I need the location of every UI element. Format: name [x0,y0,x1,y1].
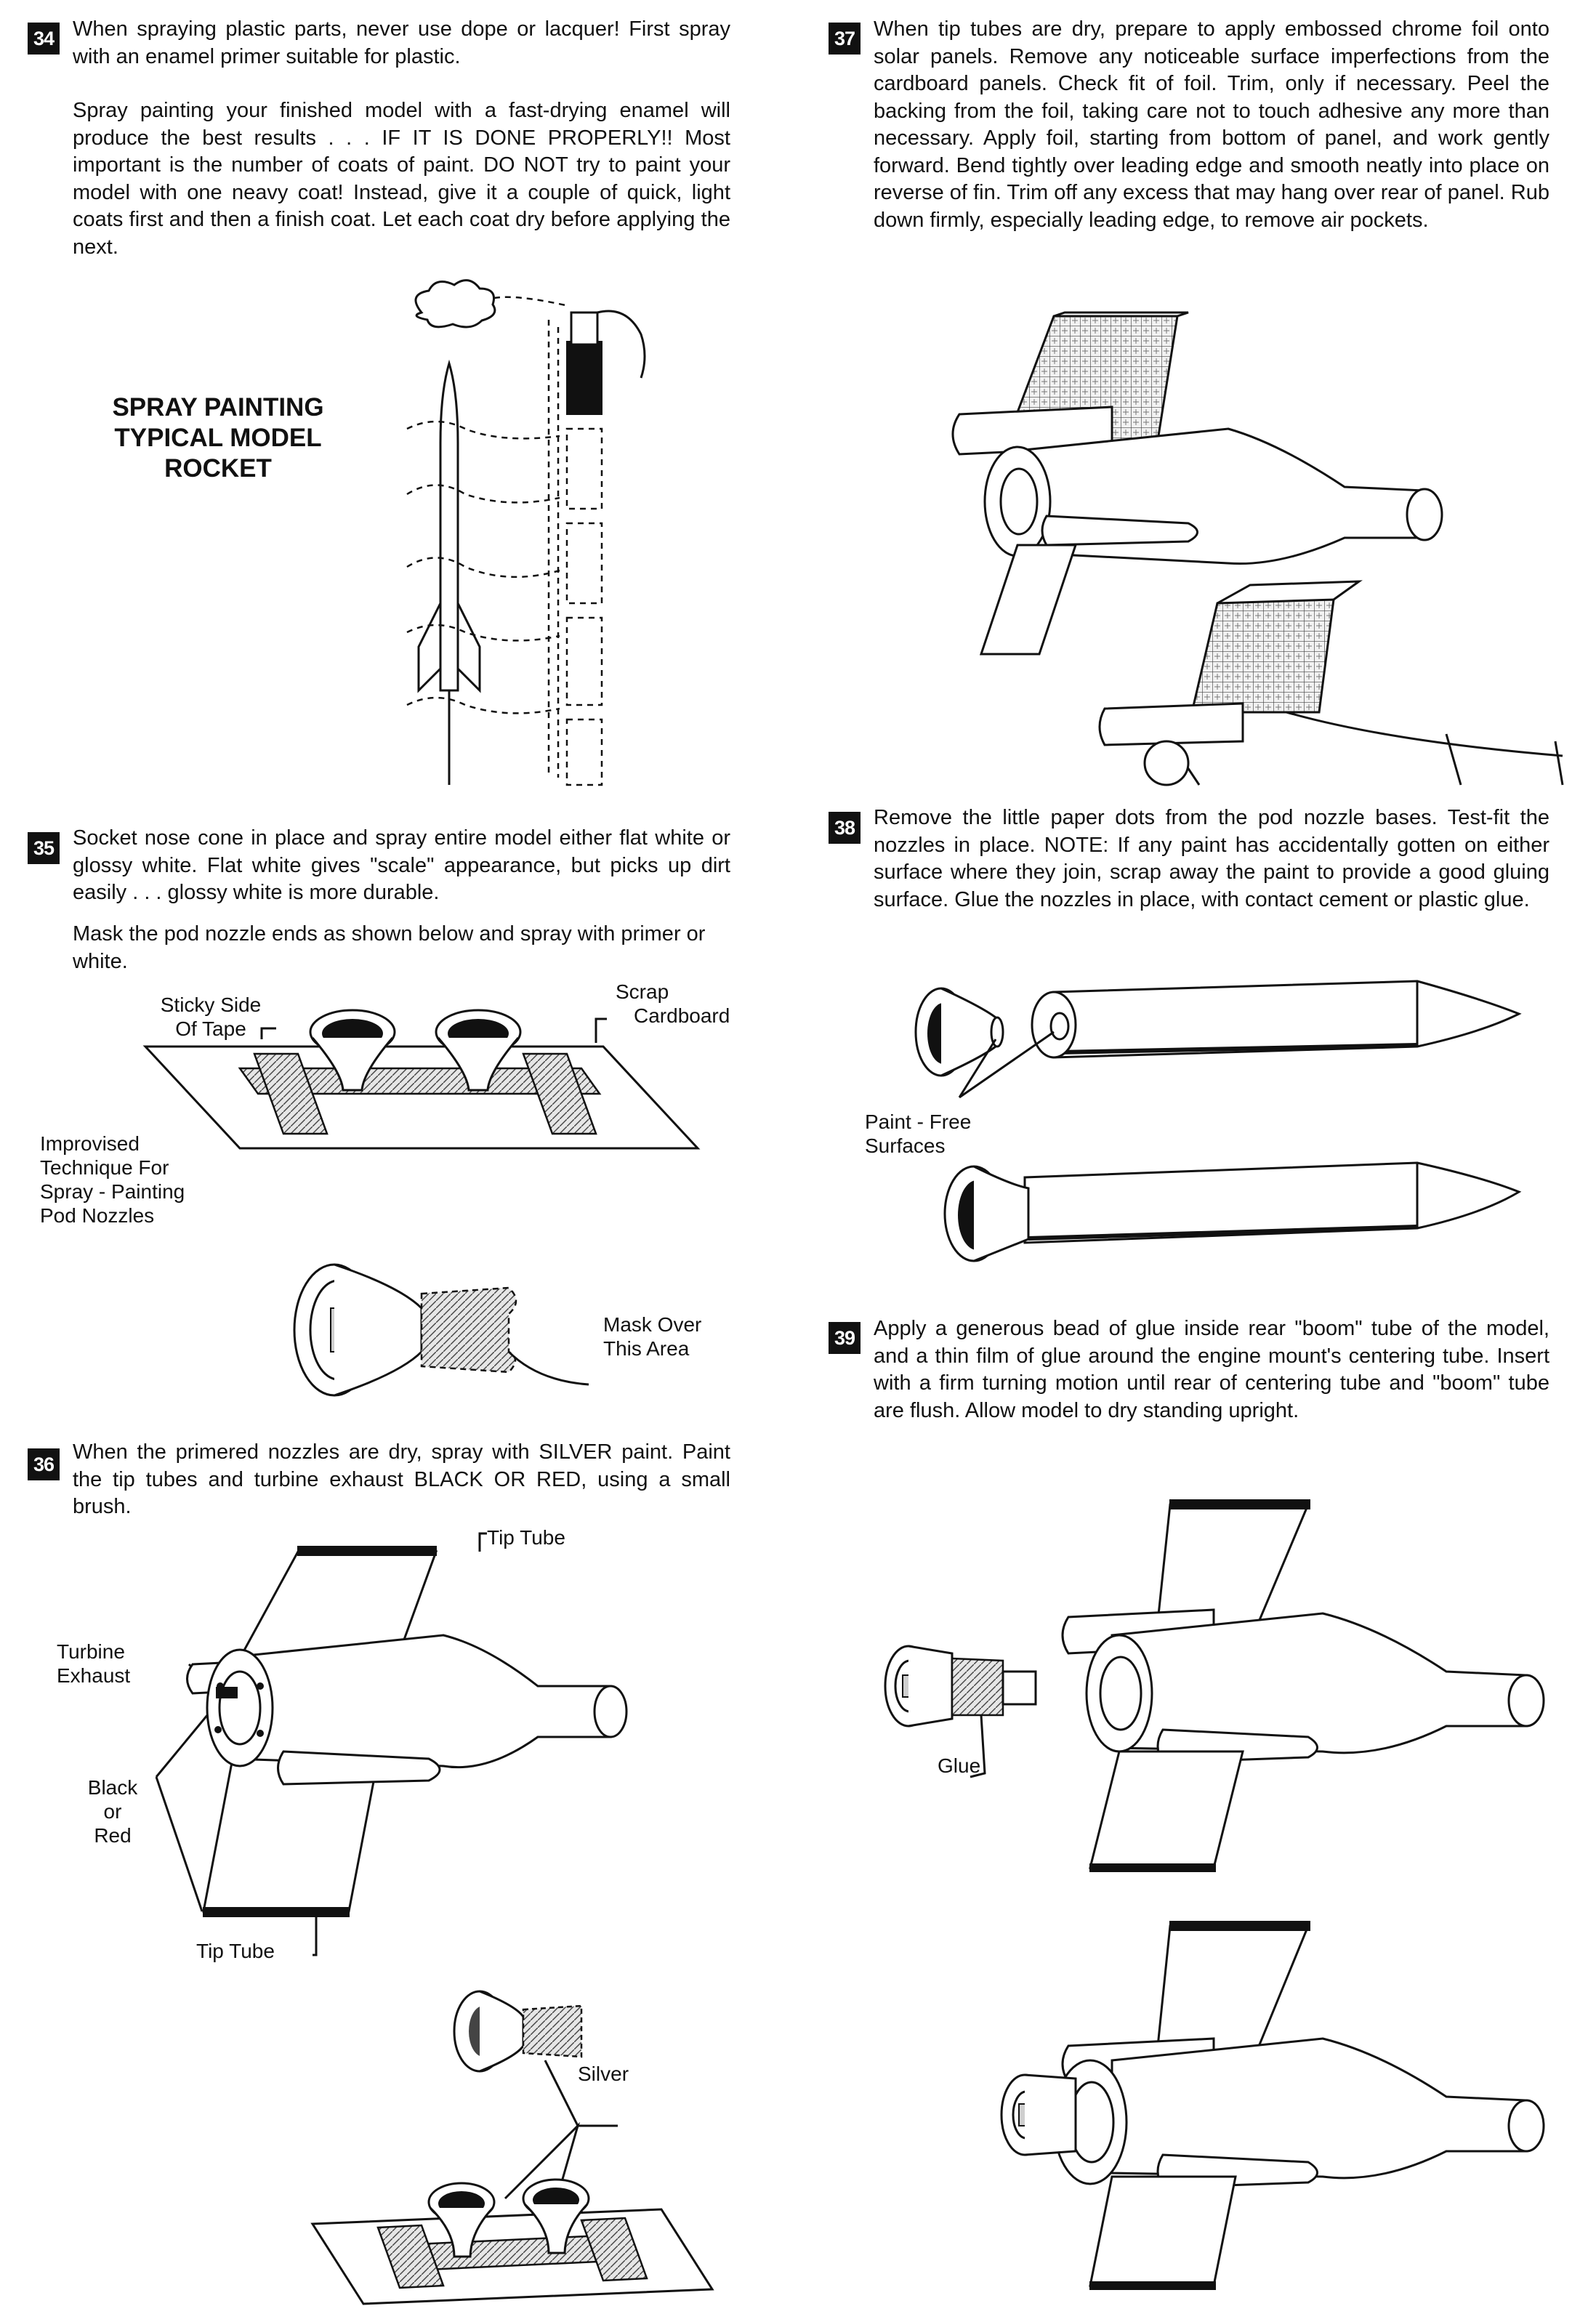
bottom-tip-tube-39 [1089,1863,1216,1872]
black-or-red-label: Black or Red [87,1776,138,1847]
glue-label: Glue [938,1754,981,1777]
foiled-solar-panel-bottom [1190,598,1335,714]
pod-tube-lower [277,1750,441,1786]
top-tip-tube-39b [1169,1921,1310,1931]
step-36-paragraph-1: When the primered nozzles are dry, spray… [73,1440,730,1518]
step-number-39: 39 [829,1322,861,1354]
hand-outline [597,310,646,379]
pod-tube-lower-38 [1023,1161,1522,1244]
improvised-technique-label: Improvised Technique For Spray - Paintin… [40,1132,185,1227]
bottom-tip-tube [203,1907,350,1917]
silver-leader-bottom [504,2121,581,2203]
spray-painting-title-line-2: TYPICAL MODEL [114,424,322,452]
assembled-model-illustration [1000,1921,1545,2290]
tip-tube-top-label: Tip Tube [487,1526,565,1549]
scrap-cardboard-leader [595,1017,607,1043]
main-body [231,1634,612,1769]
glue-band [951,1657,1004,1717]
silver-nozzles-illustration [310,1990,714,2305]
spray-painting-illustration [406,279,646,786]
step-35-paragraph-2: Mask the pod nozzle ends as shown below … [73,922,706,973]
step-number-35: 35 [28,832,60,864]
mask-over-leader [507,1350,589,1386]
paint-free-leaders [958,1031,1055,1099]
glue-leader [970,1714,986,1778]
paint-free-label: Paint - Free Surfaces [865,1110,972,1157]
pod-tube-37-lower [1098,702,1244,746]
bottom-fin-39 [1089,1750,1244,1869]
boom-insertion-illustration [884,1499,1545,1872]
sticky-side-leader [260,1027,276,1039]
step-35-paragraph-1: Socket nose cone in place and spray enti… [73,826,730,904]
tape-technique-illustration [142,1009,701,1150]
spray-painting-title-line-1: SPRAY PAINTING [112,393,324,422]
nozzle-2-body [437,1037,520,1092]
step-39-paragraph-1: Apply a generous bead of glue inside rea… [874,1317,1549,1422]
silver-leader-top [544,2060,618,2127]
tape-strip-right [522,1052,597,1135]
rocket-fin-right [456,602,481,693]
spray-can-top [570,311,599,346]
step-number-37: 37 [829,23,861,55]
model-painting-illustration [155,1532,628,1956]
step-34-paragraph-2: Spray painting your finished model with … [73,99,730,259]
scrap-cardboard-label: Scrap Cardboard [616,980,730,1027]
pod-tube-upper-38 [1052,980,1522,1059]
pod-tube-lower-37 [1041,515,1198,547]
top-tip-tube [297,1546,437,1556]
rocket-fin-left [417,602,442,693]
step-34-paragraph-1: When spraying plastic parts, never use d… [73,17,730,68]
sticky-side-label: Sticky Side Of Tape [160,993,262,1040]
cardboard-sheet [142,1045,701,1150]
tip-tube-top-leader [478,1532,487,1552]
tip-tube-bottom-leader [313,1911,318,1956]
pod-nozzle-fit-illustration [914,980,1522,1262]
bottom-fin-39b [1089,2175,1237,2287]
mask-over-label: Mask Over This Area [603,1313,702,1360]
bottom-tip-tube-39b [1089,2281,1216,2290]
bottom-fin-37 [979,544,1078,656]
silver-label: Silver [578,2063,629,2085]
masked-nozzle-illustration [293,1263,589,1397]
top-tip-tube-39 [1169,1499,1310,1509]
step-37-paragraph-1: When tip tubes are dry, prepare to apply… [874,17,1549,232]
masked-area [420,1286,517,1374]
spray-painting-title: SPRAY PAINTING TYPICAL MODEL ROCKET [87,392,349,484]
spray-painting-title-line-3: ROCKET [164,454,272,483]
spray-cloud [414,279,496,328]
masked-nozzle-body [334,1263,423,1397]
turbine-exhaust-label: Turbine Exhaust [57,1640,131,1687]
tape-strip-left [253,1052,329,1135]
nozzle-1-body [311,1037,394,1092]
tip-tube-bottom-label: Tip Tube [196,1940,275,1962]
foil-application-illustration [951,311,1564,786]
step-number-36: 36 [28,1448,60,1480]
rocket-body [439,359,459,692]
step-38-paragraph-1: Remove the little paper dots from the po… [874,806,1549,911]
step-number-34: 34 [28,23,60,55]
masked-nozzle-silver [522,2004,583,2058]
spray-can [566,341,602,415]
step-number-38: 38 [829,812,861,844]
turbine-exhaust [216,1687,238,1698]
